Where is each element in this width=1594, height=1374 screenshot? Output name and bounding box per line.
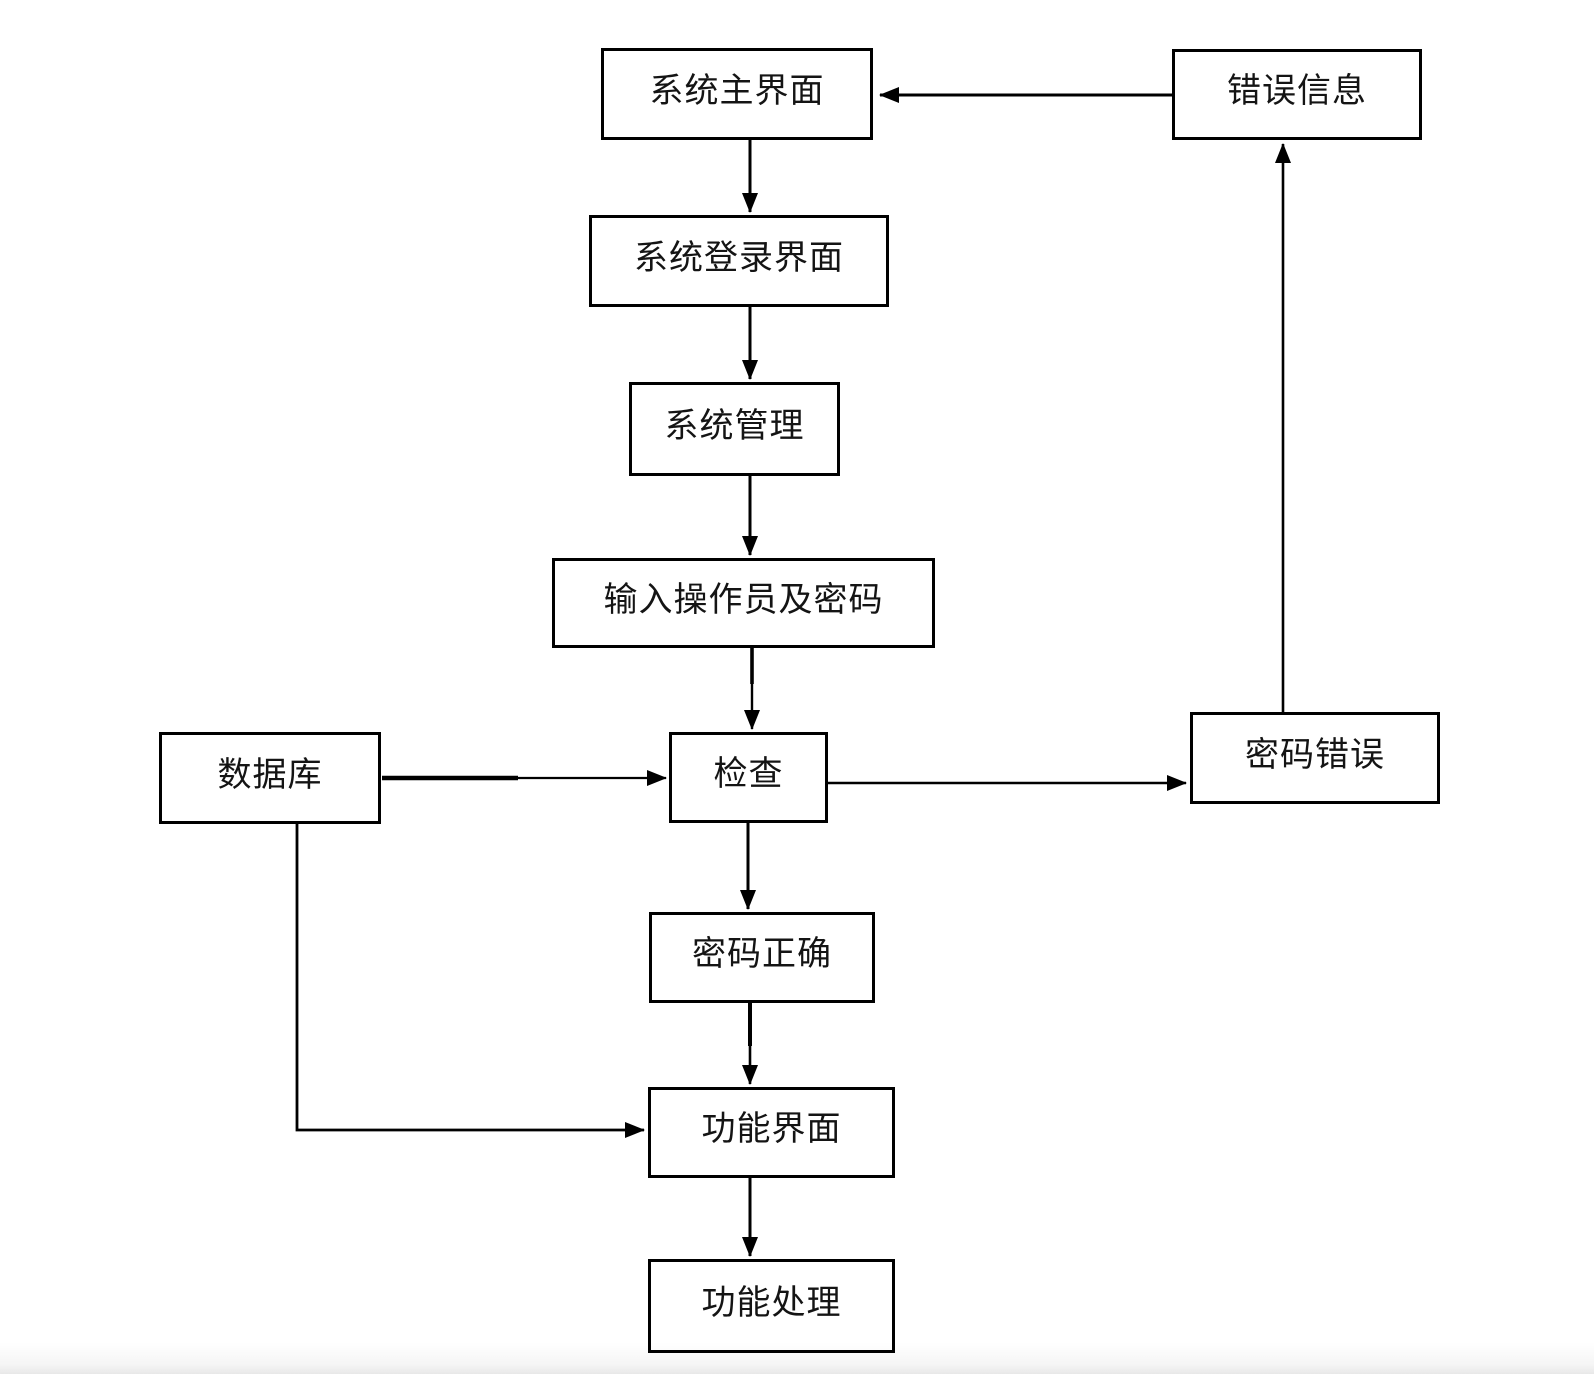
node-system-mgmt: 系统管理 [629,382,840,476]
node-system-main: 系统主界面 [601,48,873,140]
node-input-operator-password: 输入操作员及密码 [552,558,935,648]
node-label-system-main: 系统主界面 [649,70,825,111]
node-label-check: 检查 [713,754,784,794]
node-label-error-info: 错误信息 [1227,71,1367,111]
node-label-function-process: 功能处理 [701,1282,842,1323]
node-system-login: 系统登录界面 [589,215,889,307]
edge-database-to-function-ui [295,824,645,1138]
node-function-ui: 功能界面 [648,1087,895,1178]
node-function-process: 功能处理 [648,1259,895,1353]
node-label-system-login: 系统登录界面 [634,237,844,278]
node-label-password-wrong: 密码错误 [1245,734,1385,775]
node-password-wrong: 密码错误 [1190,712,1440,804]
node-label-function-ui: 功能界面 [701,1109,842,1149]
node-label-input-operator-password: 输入操作员及密码 [603,579,884,620]
node-password-correct: 密码正确 [649,912,875,1003]
node-label-system-mgmt: 系统管理 [664,405,805,446]
node-error-info: 错误信息 [1172,49,1422,140]
node-check: 检查 [669,732,828,823]
node-database: 数据库 [159,732,381,824]
node-label-password-correct: 密码正确 [692,934,832,974]
node-label-database: 数据库 [217,754,323,795]
